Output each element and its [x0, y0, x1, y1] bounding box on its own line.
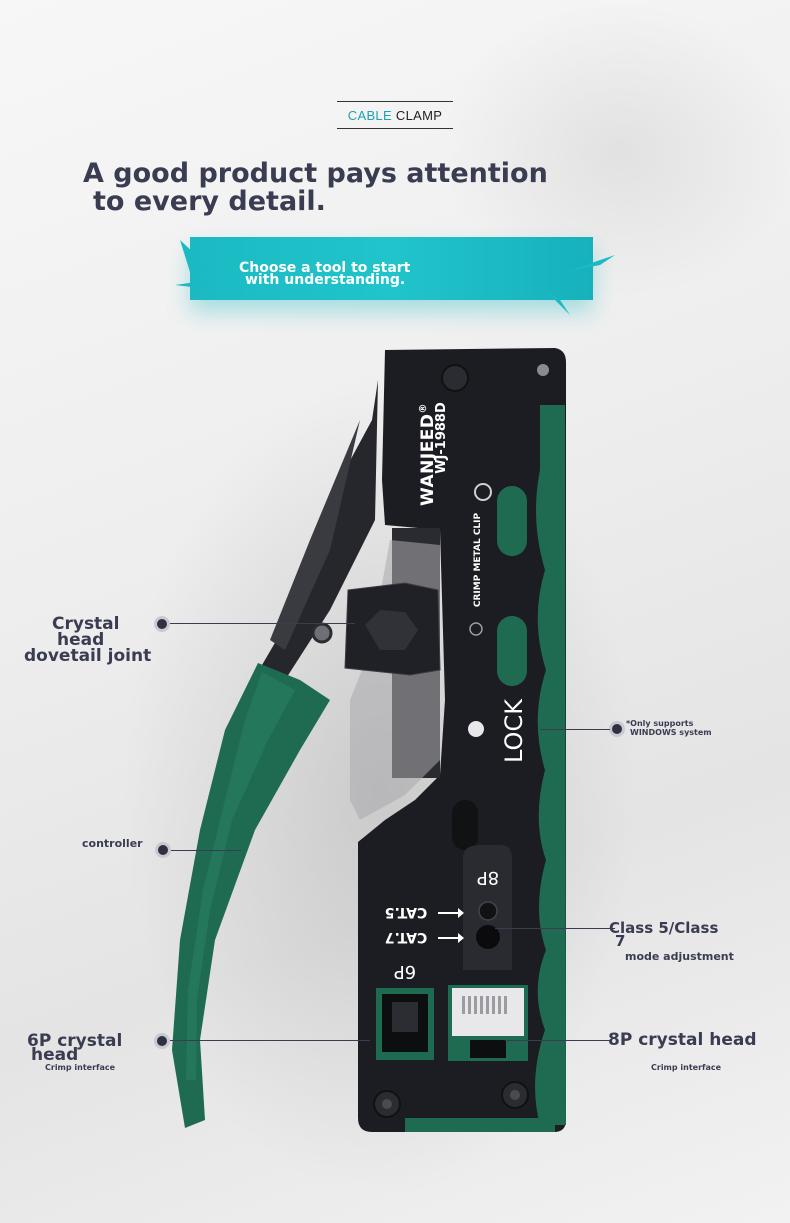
callout-6p-line-2: head — [31, 1045, 79, 1065]
callout-windows-line — [540, 729, 610, 730]
callout-6p-line — [170, 1040, 370, 1041]
callout-dovetail-dot — [154, 616, 170, 632]
callout-6p-sub: Crimp interface — [45, 1063, 116, 1072]
section-tag: CABLE CLAMP — [337, 101, 453, 129]
banner-text: Choose a tool to start with understandin… — [239, 260, 479, 288]
tool-green-grip — [535, 405, 566, 1125]
callout-controller-label: controller — [82, 837, 143, 850]
callout-class-line-1: Class 5/Class — [609, 919, 719, 937]
section-tag-rest: CLAMP — [395, 107, 443, 123]
model-number: WJ-1988D — [434, 402, 449, 474]
callout-windows-label: *Only supports WINDOWS system — [626, 719, 786, 737]
callout-class-line — [495, 928, 615, 929]
callout-8p-label: 8P crystal head — [608, 1030, 757, 1050]
registered-mark: ® — [418, 402, 429, 414]
callout-dovetail-line-2: head — [57, 630, 105, 650]
callout-class-sub: mode adjustment — [625, 950, 734, 963]
lock-label: LOCK — [500, 699, 528, 763]
callout-6p-label: 6P crystal head — [27, 1031, 167, 1065]
headline-line-1: A good product pays attention — [83, 158, 548, 189]
cat5-label: CAT.5 — [384, 904, 428, 920]
banner-line-1: Choose a tool to start — [239, 260, 411, 276]
page-headline: A good product pays attention to every d… — [83, 160, 603, 216]
tool-upper-jaw — [262, 380, 378, 680]
slot-8p-label: 8P — [476, 867, 500, 888]
callout-controller-line — [171, 850, 241, 851]
callout-8p-sub: Crimp interface — [651, 1063, 722, 1072]
callout-class-line-2: 7 — [615, 932, 626, 950]
banner-line-2: with understanding. — [245, 272, 406, 288]
callout-6p-line-1: 6P crystal — [27, 1031, 123, 1051]
callout-dovetail-label: Crystal head dovetail joint — [24, 614, 184, 666]
banner-shard-decoration — [175, 240, 615, 315]
callout-dovetail-line-3: dovetail joint — [24, 646, 152, 666]
callout-windows-line-2: WINDOWS system — [630, 728, 712, 737]
crimp-metal-clip-label: CRIMP METAL CLIP — [473, 512, 483, 608]
callout-dovetail-line-1: Crystal — [52, 614, 120, 634]
callout-controller-dot — [155, 842, 171, 858]
headline-line-2: to every detail. — [93, 186, 326, 217]
section-tag-accent: CABLE — [347, 107, 392, 123]
slot-6p-label: 6P — [393, 961, 417, 982]
tagline-banner — [190, 237, 593, 300]
callout-dovetail-line — [170, 623, 355, 624]
callout-class-label: Class 5/Class 7 — [609, 919, 789, 950]
callout-6p-dot — [154, 1033, 170, 1049]
callout-windows-dot — [609, 721, 625, 737]
callout-windows-line-1: *Only supports — [626, 719, 694, 728]
cat7-label: CAT.7 — [384, 929, 428, 945]
callout-8p-line — [505, 1040, 610, 1041]
